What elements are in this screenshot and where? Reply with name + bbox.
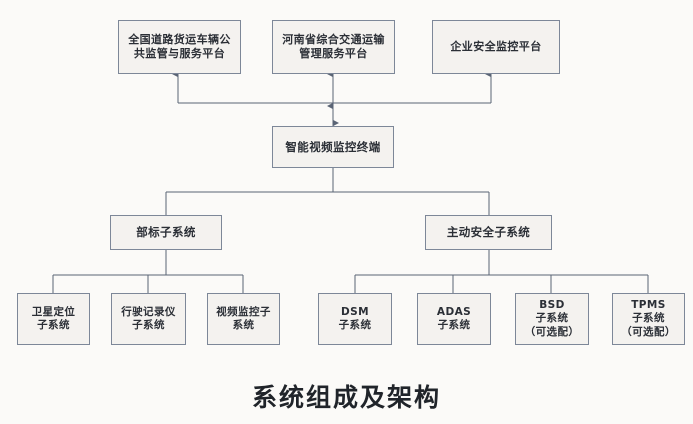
leaf-video-box[interactable]: 视频监控子 系统: [207, 293, 280, 345]
platform-enterprise-label: 企业安全监控平台: [450, 39, 542, 53]
subsystem-active-safety-label: 主动安全子系统: [446, 225, 531, 240]
platform-national-box[interactable]: 全国道路货运车辆公 共监管与服务平台: [118, 20, 241, 74]
platform-enterprise-box[interactable]: 企业安全监控平台: [432, 20, 560, 74]
platform-henan-box[interactable]: 河南省综合交通运输 管理服务平台: [272, 20, 395, 74]
leaf-satellite-box[interactable]: 卫星定位 子系统: [17, 293, 90, 345]
leaf-tachograph-label: 行驶记录仪 子系统: [121, 305, 176, 331]
subsystem-bubiao-label: 部标子系统: [136, 225, 196, 240]
terminal-box[interactable]: 智能视频监控终端: [272, 126, 394, 168]
terminal-label: 智能视频监控终端: [285, 139, 381, 154]
leaf-bsd-box[interactable]: BSD 子系统 （可选配）: [515, 293, 589, 345]
subsystem-active-safety-box[interactable]: 主动安全子系统: [425, 215, 552, 250]
platform-henan-label: 河南省综合交通运输 管理服务平台: [282, 32, 385, 60]
leaf-tpms-box[interactable]: TPMS 子系统 （可选配）: [612, 293, 685, 345]
platform-national-label: 全国道路货运车辆公 共监管与服务平台: [128, 32, 231, 60]
leaf-video-label: 视频监控子 系统: [216, 305, 271, 331]
subsystem-bubiao-box[interactable]: 部标子系统: [110, 215, 222, 250]
leaf-satellite-label: 卫星定位 子系统: [31, 305, 76, 331]
leaf-adas-label: ADAS 子系统: [436, 305, 472, 331]
diagram-caption: 系统组成及架构: [251, 383, 441, 412]
leaf-dsm-label: DSM 子系统: [338, 305, 372, 331]
leaf-bsd-label: BSD 子系统 （可选配）: [524, 298, 580, 338]
leaf-dsm-box[interactable]: DSM 子系统: [318, 293, 392, 345]
leaf-tachograph-box[interactable]: 行驶记录仪 子系统: [111, 293, 186, 345]
leaf-tpms-label: TPMS 子系统 （可选配）: [621, 298, 676, 338]
leaf-adas-box[interactable]: ADAS 子系统: [417, 293, 491, 345]
